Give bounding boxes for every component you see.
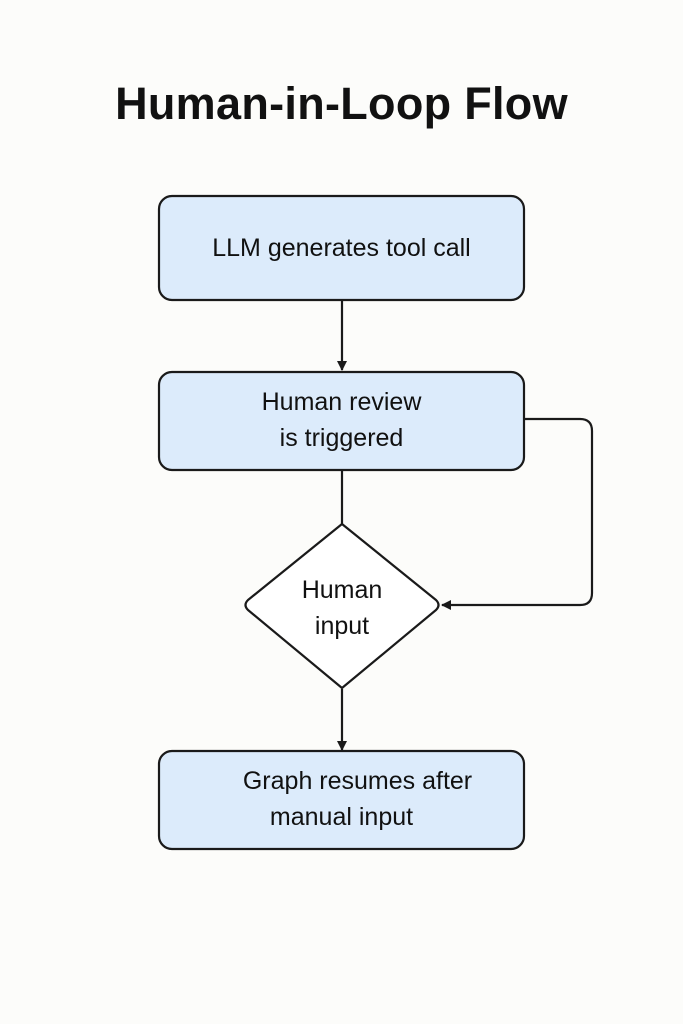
- diagram-title: Human-in-Loop Flow: [115, 78, 568, 129]
- node-input-label: Human input: [301, 576, 383, 640]
- node-resume-box: [157, 749, 526, 851]
- node-resume-label: Graph resumes after manual input: [242, 767, 473, 831]
- node-review-label: Human review is triggered: [261, 388, 422, 452]
- edge-review-loop-to-input: [441, 417, 594, 610]
- node-llm-box: [157, 194, 526, 302]
- node-review-box: [157, 370, 526, 472]
- node-llm-label: LLM generates tool call: [212, 234, 471, 262]
- node-input-diamond: [244, 522, 440, 690]
